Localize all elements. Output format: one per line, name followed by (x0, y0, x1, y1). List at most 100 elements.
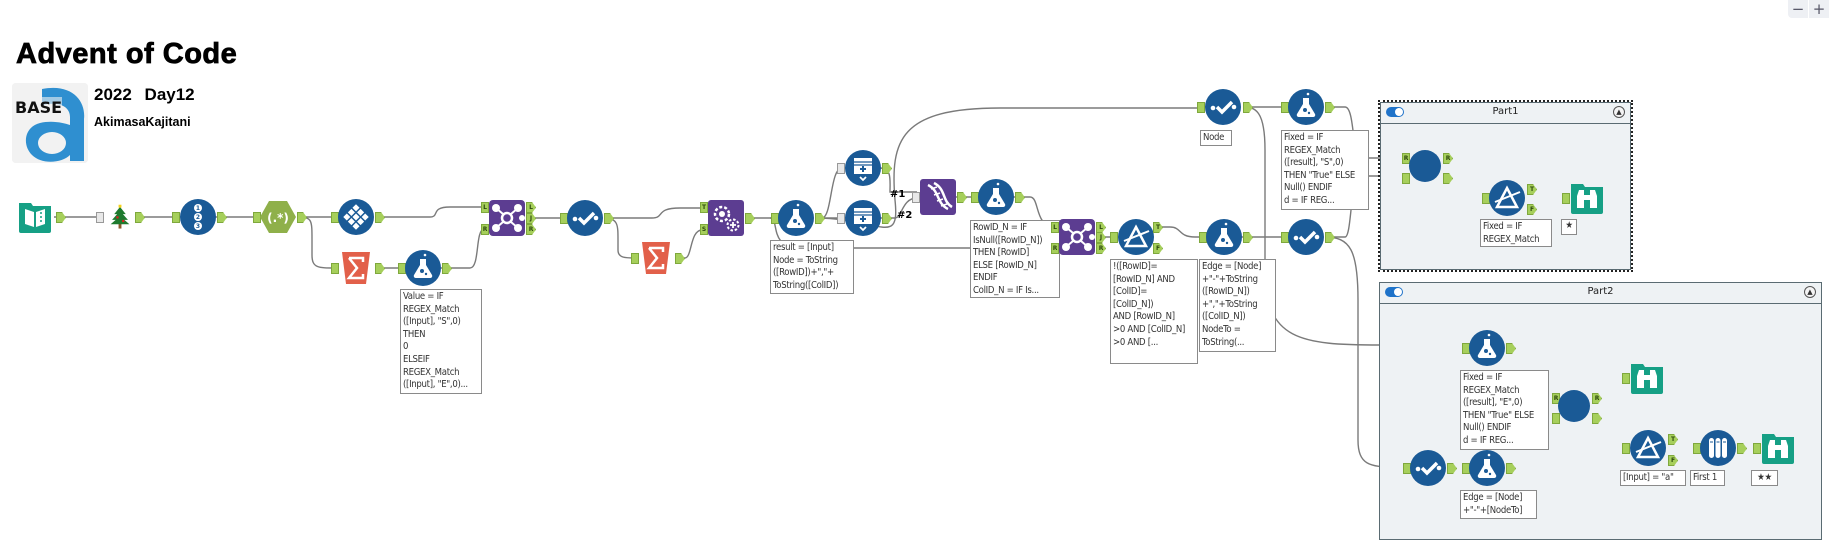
zoom-in-button[interactable]: + (1809, 0, 1829, 18)
record-id-tool[interactable] (180, 199, 216, 235)
formula-tool[interactable] (778, 200, 814, 236)
output-anchor[interactable] (217, 212, 227, 223)
join-tool[interactable] (489, 200, 525, 236)
output-anchor[interactable] (1447, 463, 1457, 474)
input-anchor[interactable] (1753, 443, 1761, 454)
summarize-tool[interactable] (338, 250, 374, 286)
output-anchor[interactable] (1506, 343, 1516, 354)
input-anchor[interactable] (837, 163, 845, 174)
input-anchor[interactable] (837, 213, 845, 224)
container-header[interactable]: Part2 ▲ (1380, 283, 1821, 304)
output-anchor[interactable] (442, 263, 452, 274)
collapse-icon[interactable]: ▲ (1613, 106, 1625, 118)
formula-tool[interactable] (1206, 219, 1242, 255)
container-enable-toggle[interactable] (1386, 107, 1404, 117)
container-enable-toggle[interactable] (1385, 287, 1403, 297)
container-header[interactable]: Part1 ▲ (1381, 103, 1630, 124)
macro-anchor-r[interactable]: R (1402, 153, 1410, 164)
filter-tool[interactable] (1630, 430, 1666, 466)
output-anchor[interactable] (1243, 102, 1253, 113)
join-right-anchor[interactable]: R (481, 224, 489, 235)
input-anchor[interactable] (96, 212, 104, 223)
output-anchor[interactable] (745, 213, 755, 224)
output-anchor[interactable] (56, 212, 66, 223)
input-anchor[interactable] (331, 263, 339, 274)
output-anchor[interactable] (1737, 443, 1747, 454)
macro-output-r[interactable]: R (1592, 393, 1602, 404)
formula-tool[interactable] (1469, 450, 1505, 486)
input-directory-tool[interactable] (17, 199, 53, 235)
container-part2[interactable]: Part2 ▲ (1379, 282, 1822, 540)
join-right-anchor[interactable]: R (1051, 243, 1059, 254)
filter-true-anchor[interactable]: T (1668, 434, 1678, 445)
shortest-path-macro-tool[interactable] (1558, 390, 1590, 422)
output-anchor[interactable] (1325, 232, 1335, 243)
output-anchor[interactable] (604, 213, 614, 224)
filter-false-anchor[interactable]: F (1668, 455, 1678, 466)
formula-tool[interactable] (405, 250, 441, 286)
filter-tool[interactable] (1118, 219, 1154, 255)
input-anchor[interactable] (1197, 102, 1205, 113)
macro-anchor[interactable] (1552, 413, 1560, 424)
filter-false-anchor[interactable]: F (1153, 243, 1163, 254)
shortest-path-macro-tool[interactable] (1409, 150, 1441, 182)
input-anchor[interactable] (631, 253, 639, 264)
output-anchor[interactable] (882, 163, 892, 174)
join-left-anchor[interactable]: L (1051, 222, 1059, 233)
join-left-anchor[interactable]: L (481, 202, 489, 213)
join-right-output[interactable]: R (526, 224, 536, 235)
filter-tool[interactable] (1489, 180, 1525, 216)
output-anchor[interactable] (957, 192, 967, 203)
browse-tool[interactable] (1569, 180, 1605, 216)
macro-output[interactable] (1443, 173, 1453, 184)
macro-output-r[interactable]: R (1443, 153, 1453, 164)
output-anchor[interactable] (1015, 192, 1025, 203)
select-tool[interactable] (1288, 219, 1324, 255)
filter-false-anchor[interactable]: F (1527, 204, 1537, 215)
output-anchor[interactable] (675, 253, 685, 264)
union-tool[interactable] (920, 179, 956, 215)
select-tool[interactable] (567, 200, 603, 236)
batch-macro-tool[interactable] (708, 200, 744, 236)
summarize-tool[interactable] (638, 240, 674, 276)
join-join-output[interactable]: J (1096, 232, 1106, 243)
output-anchor[interactable] (375, 263, 385, 274)
tile-tool[interactable] (338, 199, 374, 235)
output-anchor[interactable] (297, 212, 307, 223)
join-left-output[interactable]: L (526, 202, 536, 213)
unique-tool[interactable] (1205, 89, 1241, 125)
formula-tool[interactable] (1288, 89, 1324, 125)
input-anchor[interactable] (1622, 443, 1630, 454)
multi-row-formula-tool[interactable] (845, 200, 881, 236)
output-anchor[interactable] (1506, 463, 1516, 474)
input-anchor[interactable] (1110, 232, 1118, 243)
browse-tool[interactable] (1629, 360, 1665, 396)
input-anchor[interactable] (912, 192, 920, 203)
sample-tool[interactable] (1700, 430, 1736, 466)
filter-true-anchor[interactable]: T (1527, 184, 1537, 195)
macro-anchor[interactable] (1402, 173, 1410, 184)
output-anchor[interactable] (1243, 232, 1253, 243)
input-anchor[interactable] (1562, 193, 1570, 204)
source-anchor[interactable]: S (700, 224, 708, 235)
christmas-tree-macro-tool[interactable] (97, 199, 133, 235)
browse-tool[interactable] (1760, 430, 1796, 466)
input-anchor[interactable] (1622, 373, 1630, 384)
zoom-out-button[interactable]: − (1788, 0, 1808, 18)
macro-anchor-r[interactable]: R (1552, 393, 1560, 404)
output-anchor[interactable] (375, 212, 385, 223)
output-anchor[interactable] (882, 213, 892, 224)
select-tool[interactable] (1410, 450, 1446, 486)
join-join-output[interactable]: J (526, 213, 536, 224)
macro-output[interactable] (1592, 413, 1602, 424)
collapse-icon[interactable]: ▲ (1804, 286, 1816, 298)
output-anchor[interactable] (135, 212, 145, 223)
join-right-output[interactable]: R (1096, 243, 1106, 254)
output-anchor[interactable] (815, 213, 825, 224)
input-anchor[interactable] (172, 212, 180, 223)
join-left-output[interactable]: L (1096, 222, 1106, 233)
formula-tool[interactable] (978, 179, 1014, 215)
filter-true-anchor[interactable]: T (1153, 222, 1163, 233)
regex-tool[interactable] (260, 199, 296, 235)
join-tool[interactable] (1059, 219, 1095, 255)
